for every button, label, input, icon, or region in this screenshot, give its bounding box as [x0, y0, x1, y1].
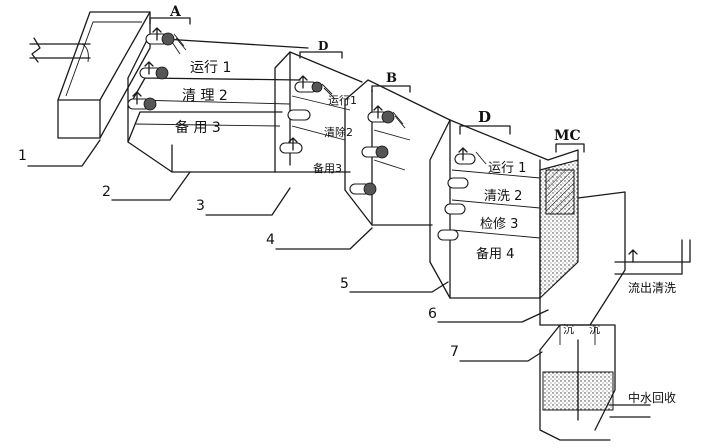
callout-1: 1 — [18, 148, 27, 164]
bottom-right-label: 沉 — [589, 323, 600, 336]
svg-text:D: D — [318, 39, 328, 53]
stage-5-row-4: 备用 4 — [476, 246, 514, 262]
svg-text:A: A — [169, 4, 182, 20]
tag-d-big: D — [459, 108, 511, 135]
callout-4: 4 — [266, 232, 275, 248]
stage-5-valves — [437, 147, 487, 241]
stage-2-row-2: 清 理 2 — [182, 88, 228, 104]
stage-3-row-1: 运行1 — [328, 94, 357, 107]
stage-2-row-1: 运行 1 — [190, 60, 231, 76]
tag-b: B — [371, 71, 411, 93]
stage-5-row-2: 清洗 2 — [484, 189, 522, 204]
callout-2: 2 — [102, 184, 111, 200]
inlet-pipe — [29, 37, 91, 63]
stage-2-row-3: 备 用 3 — [175, 119, 221, 136]
callout-3: 3 — [196, 198, 205, 214]
tag-mc: MC — [554, 128, 585, 153]
callouts: 1 2 3 4 5 6 7 — [18, 139, 549, 362]
stage-3-row-3: 备用3 — [313, 161, 342, 175]
svg-text:B: B — [386, 71, 397, 86]
tag-d-small: D — [299, 39, 343, 59]
tag-a: A — [149, 4, 191, 25]
stage-2-valves — [127, 27, 187, 111]
stage-3-row-2: 清除2 — [324, 125, 353, 139]
stage-5-row-3: 检修 3 — [480, 217, 518, 232]
tank-1 — [57, 11, 151, 139]
bottom-tanks: 沉 沉 中水回收 — [539, 323, 676, 441]
stage-4-valves — [349, 105, 406, 196]
outlet-right-label: 流出清洗 — [628, 281, 676, 295]
mc-filter-unit — [539, 149, 579, 300]
svg-text:D: D — [478, 108, 491, 126]
stage-3-tank: 运行1 清除2 备用3 — [274, 51, 363, 175]
callout-5: 5 — [340, 276, 349, 292]
stage-3-valves — [279, 75, 335, 154]
stage-5-tank: 运行 1 清洗 2 检修 3 备用 4 — [429, 119, 549, 299]
stage-5-row-1: 运行 1 — [488, 161, 526, 176]
outlet-bottom-label: 中水回收 — [628, 390, 676, 405]
svg-text:MC: MC — [554, 128, 581, 144]
bottom-left-label: 沉 — [563, 323, 574, 336]
callout-7: 7 — [450, 344, 459, 360]
callout-6: 6 — [428, 306, 437, 322]
